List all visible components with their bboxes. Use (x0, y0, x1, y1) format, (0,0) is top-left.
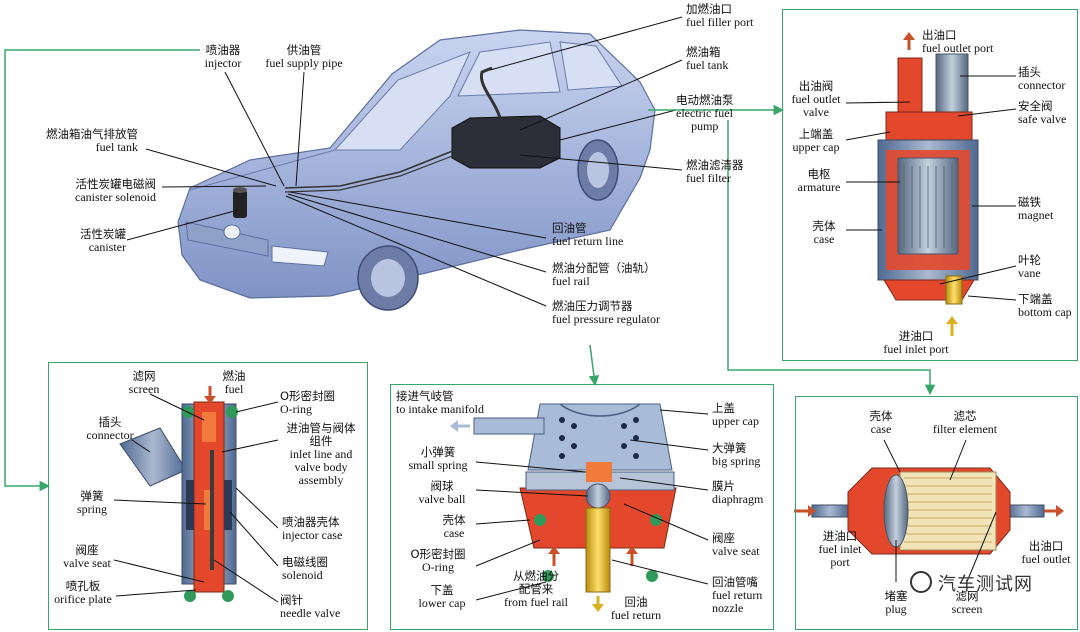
injector-illustration (119, 386, 238, 602)
injector-leader-lines (113, 393, 279, 603)
connector-paths (4, 49, 936, 492)
headlight (271, 245, 329, 267)
pump-frame (782, 9, 1078, 361)
regulator-illustration (450, 403, 677, 612)
watermark-icon (910, 571, 932, 593)
watermark-text: 汽车测试网 (910, 570, 1033, 596)
filter-leader-lines (883, 439, 997, 585)
filter-frame (795, 396, 1078, 630)
supply-line (284, 149, 456, 189)
filler-pipe (479, 66, 502, 119)
regulator-frame (390, 384, 774, 630)
pump-leader-lines (845, 75, 1017, 301)
label-fuel-rail: 燃油分配管（油轨）fuel rail (552, 261, 656, 288)
badge (223, 224, 241, 240)
grille (185, 221, 269, 257)
fuel-tank (451, 115, 561, 169)
canister-shape (233, 190, 247, 218)
car-leader-lines (126, 16, 683, 307)
rear-side-window (559, 41, 623, 91)
fuel-pump-illustration (877, 32, 979, 336)
filter-illustration (794, 467, 1064, 555)
injector-frame (48, 362, 368, 630)
regulator-leader-lines (475, 409, 709, 601)
car-body (177, 29, 656, 299)
car-illustration (177, 29, 656, 311)
